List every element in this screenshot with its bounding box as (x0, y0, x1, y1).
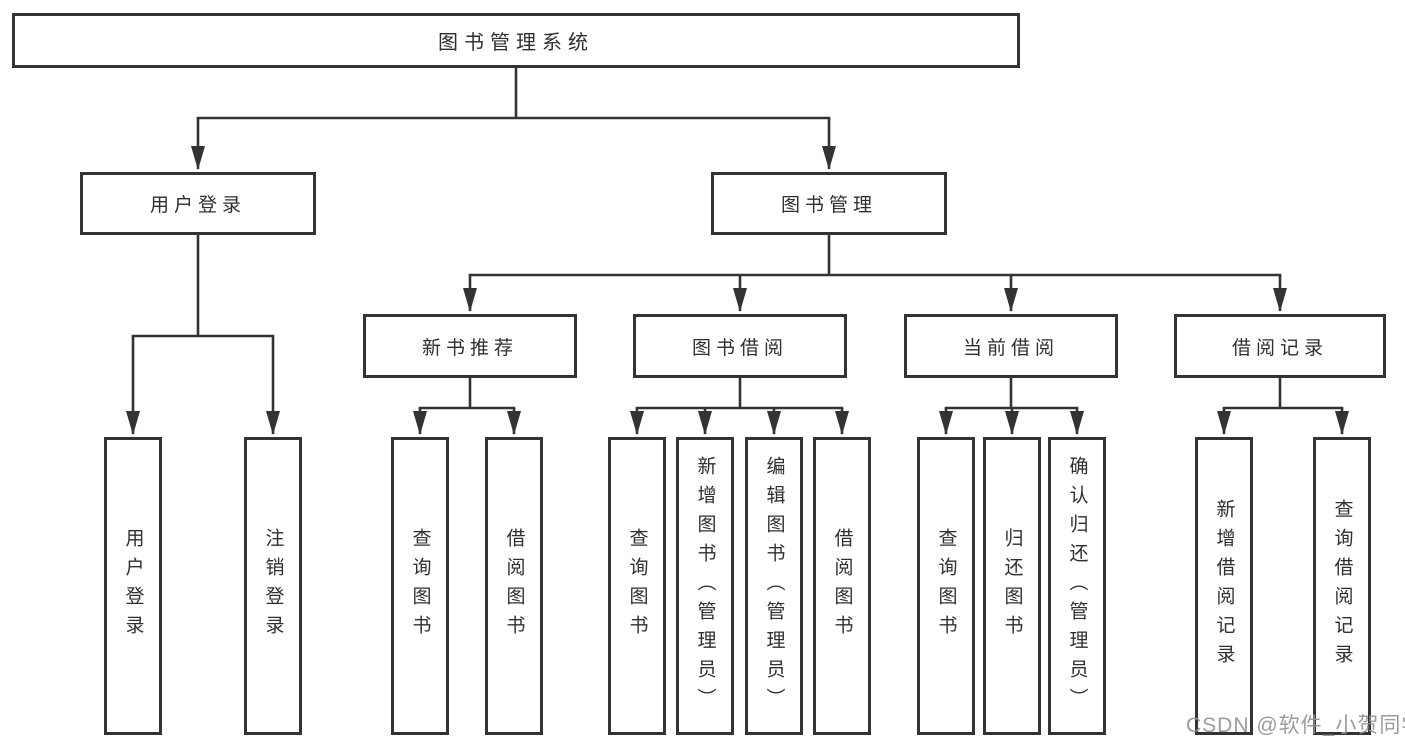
node-library-management-system: 图书管理系统 (12, 13, 1020, 68)
leaf-query-books-borrowing: 查询图书 (608, 437, 666, 735)
leaf-return-books: 归还图书 (983, 437, 1041, 735)
leaf-borrow-books-borrowing: 借阅图书 (813, 437, 871, 735)
leaf-edit-books-admin: 编辑图书（管理员） (745, 437, 803, 735)
node-current-borrowing: 当前借阅 (904, 314, 1118, 378)
node-user-login: 用户登录 (80, 172, 316, 235)
leaf-add-borrow-record: 新增借阅记录 (1195, 437, 1253, 735)
node-new-book-recommendation: 新书推荐 (363, 314, 577, 378)
leaf-confirm-return-admin: 确认归还（管理员） (1048, 437, 1106, 735)
leaf-query-books-recommend: 查询图书 (391, 437, 449, 735)
node-book-borrowing: 图书借阅 (633, 314, 847, 378)
node-borrowing-records: 借阅记录 (1174, 314, 1386, 378)
leaf-borrow-books-recommend: 借阅图书 (485, 437, 543, 735)
leaf-query-books-current: 查询图书 (917, 437, 975, 735)
csdn-watermark: CSDN @软件_小贺同学 (1186, 714, 1405, 737)
leaf-add-books-admin: 新增图书（管理员） (676, 437, 734, 735)
leaf-user-login: 用户登录 (104, 437, 162, 735)
leaf-query-borrow-record: 查询借阅记录 (1313, 437, 1371, 735)
node-book-management: 图书管理 (711, 172, 947, 235)
leaf-logout: 注销登录 (244, 437, 302, 735)
